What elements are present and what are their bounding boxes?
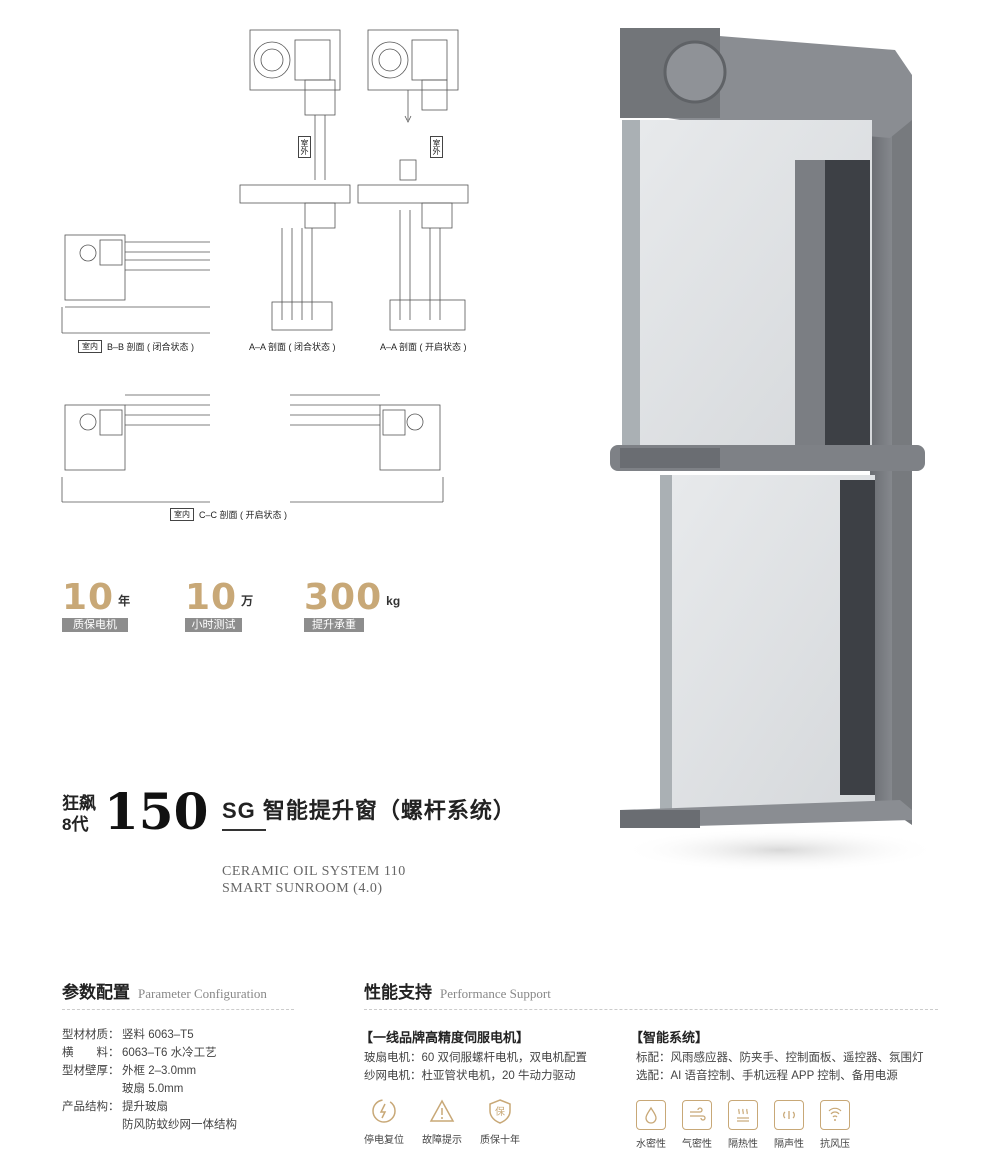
feature-heat-insulation: 隔热性 [728, 1100, 758, 1150]
svg-text:保: 保 [495, 1105, 505, 1118]
smart-icons: 水密性 气密性 隔热性 隔声性 抗风压 [636, 1100, 850, 1150]
water-drop-icon [636, 1100, 666, 1130]
product-window-render [600, 20, 940, 900]
power-reset-icon [369, 1096, 399, 1126]
section-drawings: 室外 室外 室内 B–B 剖面 ( 闭合状态 ) A–A 剖面 ( 闭合状态 )… [40, 20, 560, 530]
heat-icon [728, 1100, 758, 1130]
param-row: 产品结构：提升玻扇 [62, 1101, 168, 1113]
product-subtitle-en: CERAMIC OIL SYSTEM 110 SMART SUNROOM (4.… [222, 864, 406, 896]
window-illustration [610, 28, 940, 872]
smart-details: 标配：风雨感应器、防夹手、控制面板、遥控器、氛围灯 选配：AI 语音控制、手机远… [636, 1052, 924, 1082]
feature-water-tightness: 水密性 [636, 1100, 666, 1150]
product-title: SG 智能提升窗（螺杆系统） [222, 798, 516, 823]
param-row: 横 料：6063–T6 水冷工艺 [62, 1047, 217, 1059]
params-heading: 参数配置 Parameter Configuration [62, 983, 267, 1002]
feature-warranty: 保 质保十年 [480, 1096, 520, 1146]
warranty-shield-icon: 保 [485, 1096, 515, 1126]
param-row: 型材壁厚：外框 2–3.0mm [62, 1065, 197, 1077]
caption-aa-closed: A–A 剖面 ( 闭合状态 ) [249, 342, 336, 352]
feature-power-reset: 停电复位 [364, 1096, 404, 1146]
outside-label-open: 室外 [430, 136, 443, 158]
section-drawing-illustration [61, 29, 469, 503]
warning-icon [427, 1096, 457, 1126]
outside-label-closed: 室外 [298, 136, 311, 158]
params-divider [62, 1009, 294, 1010]
performance-heading: 性能支持 Performance Support [364, 983, 551, 1002]
feature-sound-insulation: 隔声性 [774, 1100, 804, 1150]
title-underline [222, 829, 266, 831]
caption-bb: 室内 B–B 剖面 ( 闭合状态 ) [78, 340, 194, 353]
motor-icons: 停电复位 故障提示 保 质保十年 [364, 1096, 520, 1146]
brand-label: 狂飙 8代 [62, 794, 96, 834]
caption-cc: 室内 C–C 剖面 ( 开启状态 ) [170, 508, 287, 521]
airflow-icon [682, 1100, 712, 1130]
wind-pressure-icon [820, 1100, 850, 1130]
model-number: 150 [104, 782, 209, 841]
caption-aa-open: A–A 剖面 ( 开启状态 ) [380, 342, 467, 352]
feature-air-tightness: 气密性 [682, 1100, 712, 1150]
feature-fault-warning: 故障提示 [422, 1096, 462, 1146]
feature-wind-pressure: 抗风压 [820, 1100, 850, 1150]
params-list: 型材材质：竖料 6063–T5 横 料：6063–T6 水冷工艺 型材壁厚：外框… [62, 1026, 237, 1134]
smart-heading: 【智能系统】 [630, 1030, 709, 1045]
performance-divider [364, 1009, 938, 1010]
sound-icon [774, 1100, 804, 1130]
motor-heading: 【一线品牌高精度伺服电机】 [360, 1030, 530, 1045]
motor-details: 玻扇电机：60 双伺服螺杆电机，双电机配置 纱网电机：杜亚管状电机，20 牛动力… [364, 1052, 587, 1082]
param-row: 玻扇 5.0mm [122, 1083, 184, 1095]
param-row: 型材材质：竖料 6063–T5 [62, 1029, 194, 1041]
param-row: 防风防蚊纱网一体结构 [122, 1119, 237, 1131]
